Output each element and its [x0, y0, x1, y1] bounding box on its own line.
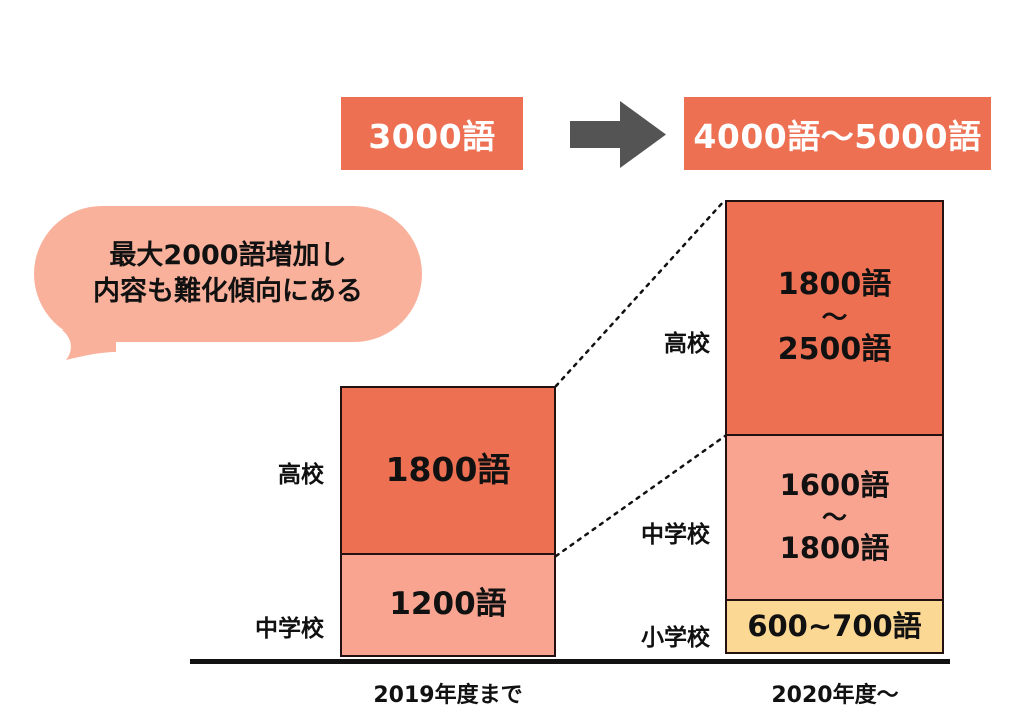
category-label-2019-high-school: 高校	[278, 462, 324, 488]
bar-segment-2019-junior-high: 1200語	[340, 552, 556, 657]
segment-value-2019-junior-high: 1200語	[389, 585, 507, 622]
bar-segment-2020-high-school: 1800語 〜 2500語	[725, 200, 944, 436]
segment-value-top-2020-junior-high: 1600語	[779, 468, 890, 503]
axis-label-2020: 2020年度〜	[771, 683, 899, 708]
segment-value-bottom-2020-high-school: 2500語	[777, 332, 892, 368]
category-label-2019-junior-high: 中学校	[255, 616, 324, 642]
connector-top	[554, 198, 727, 388]
axis-baseline	[190, 659, 950, 664]
total-words-after-label: 4000語〜5000語	[693, 116, 982, 156]
category-label-2020-junior-high: 中学校	[641, 522, 710, 548]
segment-range-tilde-2020-junior-high: 〜	[822, 502, 847, 532]
bar-segment-2019-high-school: 1800語	[340, 386, 556, 555]
segment-value-bottom-2020-junior-high: 1800語	[779, 531, 890, 566]
bar-segment-2020-junior-high: 1600語 〜 1800語	[725, 433, 944, 602]
bar-2019: 1800語 1200語	[340, 386, 556, 659]
segment-range-tilde-2020-high-school: 〜	[821, 302, 848, 333]
bar-2020: 1800語 〜 2500語 1600語 〜 1800語 600~700語	[725, 200, 944, 659]
total-words-after-banner: 4000語〜5000語	[684, 97, 991, 170]
segment-value-2020-primary-school: 600~700語	[747, 608, 922, 643]
callout-line-2: 内容も難化傾向にある	[93, 276, 363, 307]
category-label-2020-high-school: 高校	[664, 331, 710, 357]
segment-value-2019-high-school: 1800語	[385, 450, 511, 490]
callout-line-1: 最大2000語増加し	[109, 239, 347, 271]
right-arrow-icon	[570, 101, 666, 168]
segment-value-top-2020-high-school: 1800語	[777, 267, 892, 303]
category-label-2020-primary-school: 小学校	[641, 625, 710, 651]
bar-segment-2020-primary-school: 600~700語	[725, 599, 944, 654]
total-words-before-label: 3000語	[368, 116, 496, 156]
total-words-before-banner: 3000語	[341, 97, 523, 170]
axis-label-2019: 2019年度まで	[373, 683, 523, 708]
callout-bubble: 最大2000語増加し 内容も難化傾向にある	[34, 206, 422, 342]
